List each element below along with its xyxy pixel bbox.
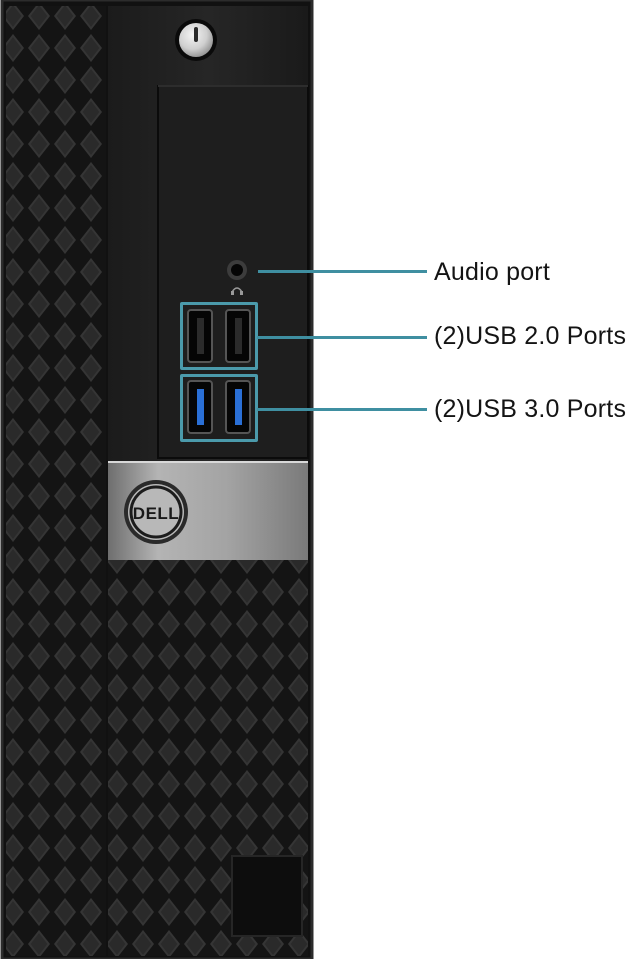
power-button-icon [175, 19, 217, 61]
usb3-ports-label: (2)USB 3.0 Ports [434, 395, 627, 423]
dell-logo: DELL [124, 480, 188, 544]
mesh-left [6, 6, 106, 956]
usb-port-icon [187, 380, 213, 434]
usb2-ports-label: (2)USB 2.0 Ports [434, 322, 627, 350]
desktop-tower-front: DELL [0, 0, 314, 959]
usb-port-icon [225, 309, 251, 363]
svg-text:DELL: DELL [133, 504, 179, 523]
usb-port-icon [187, 309, 213, 363]
audio-port-label: Audio port [434, 258, 550, 286]
headphone-icon [227, 260, 247, 295]
usb-port-icon [225, 380, 251, 434]
